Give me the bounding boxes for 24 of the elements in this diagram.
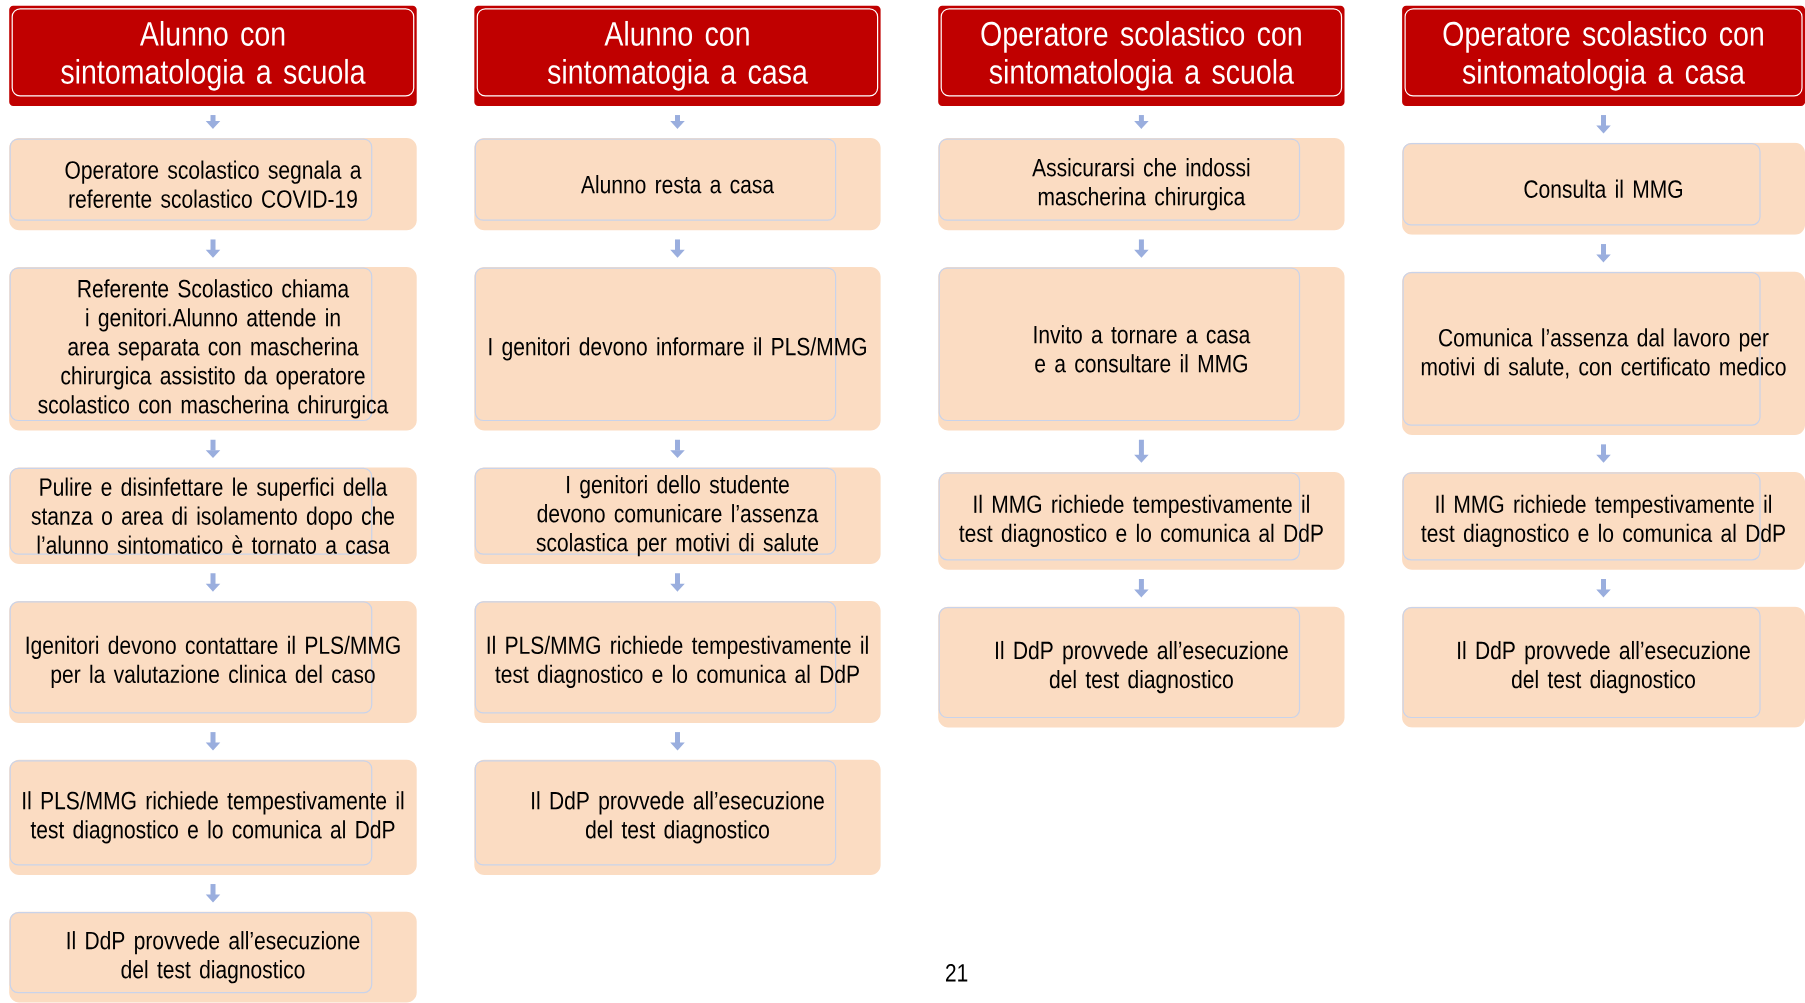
process-box: Referente Scolastico chiama i genitori.Alunno attende in area separata con mascherina chirurgica assistito da operatore scolastico con mascherina chirurgica [9, 267, 417, 431]
process-box: Igenitori devono contattare il PLS/MMG per la valutazione clinica del caso [9, 600, 417, 723]
process-box: Il DdP provvede all’esecuzione del test diagnostico [474, 759, 881, 875]
process-box: I genitori dello studente devono comunicare l’assenza scolastica per motivi di salute [474, 467, 881, 565]
process-box: Il MMG richiede tempestivamente il test diagnostico e lo comunica al DdP [1402, 472, 1805, 570]
header-box: Operatore scolastico con sintomatologia a casa [1402, 5, 1805, 106]
process-box: Il PLS/MMG richiede tempestivamente il test diagnostico e lo comunica al DdP [9, 759, 417, 875]
process-box: I genitori devono informare il PLS/MMG [474, 267, 881, 431]
header-box: Alunno con sintomatologia a scuola [9, 5, 417, 106]
process-box: Pulire e disinfettare le superfici della stanza o area di isolamento dopo che l’alunno sintomatico è tornato a casa [9, 467, 417, 565]
process-box: Il PLS/MMG richiede tempestivamente il test diagnostico e lo comunica al DdP [474, 600, 881, 723]
process-box: Consulta il MMG [1402, 142, 1805, 235]
header-box: Alunno con sintomatogia a casa [474, 5, 881, 106]
process-box: Il DdP provvede all’esecuzione del test diagnostico [1402, 606, 1805, 728]
process-box: Comunica l’assenza dal lavoro per motivi di salute, con certificato medico [1402, 271, 1805, 436]
process-box: Il MMG richiede tempestivamente il test diagnostico e lo comunica al DdP [938, 472, 1345, 570]
page-number: 21 [946, 963, 968, 982]
header-box: Operatore scolastico con sintomatologia a scuola [938, 5, 1345, 106]
process-box: Assicurarsi che indossi mascherina chirurgica [938, 138, 1345, 231]
process-box: Il DdP provvede all’esecuzione del test diagnostico [938, 606, 1345, 728]
process-box: Alunno resta a casa [474, 138, 881, 231]
process-box: Il DdP provvede all’esecuzione del test diagnostico [9, 911, 417, 1003]
process-box: Invito a tornare a casa e a consultare il MMG [938, 267, 1345, 431]
process-box: Operatore scolastico segnala a referente scolastico COVID-19 [9, 138, 417, 231]
